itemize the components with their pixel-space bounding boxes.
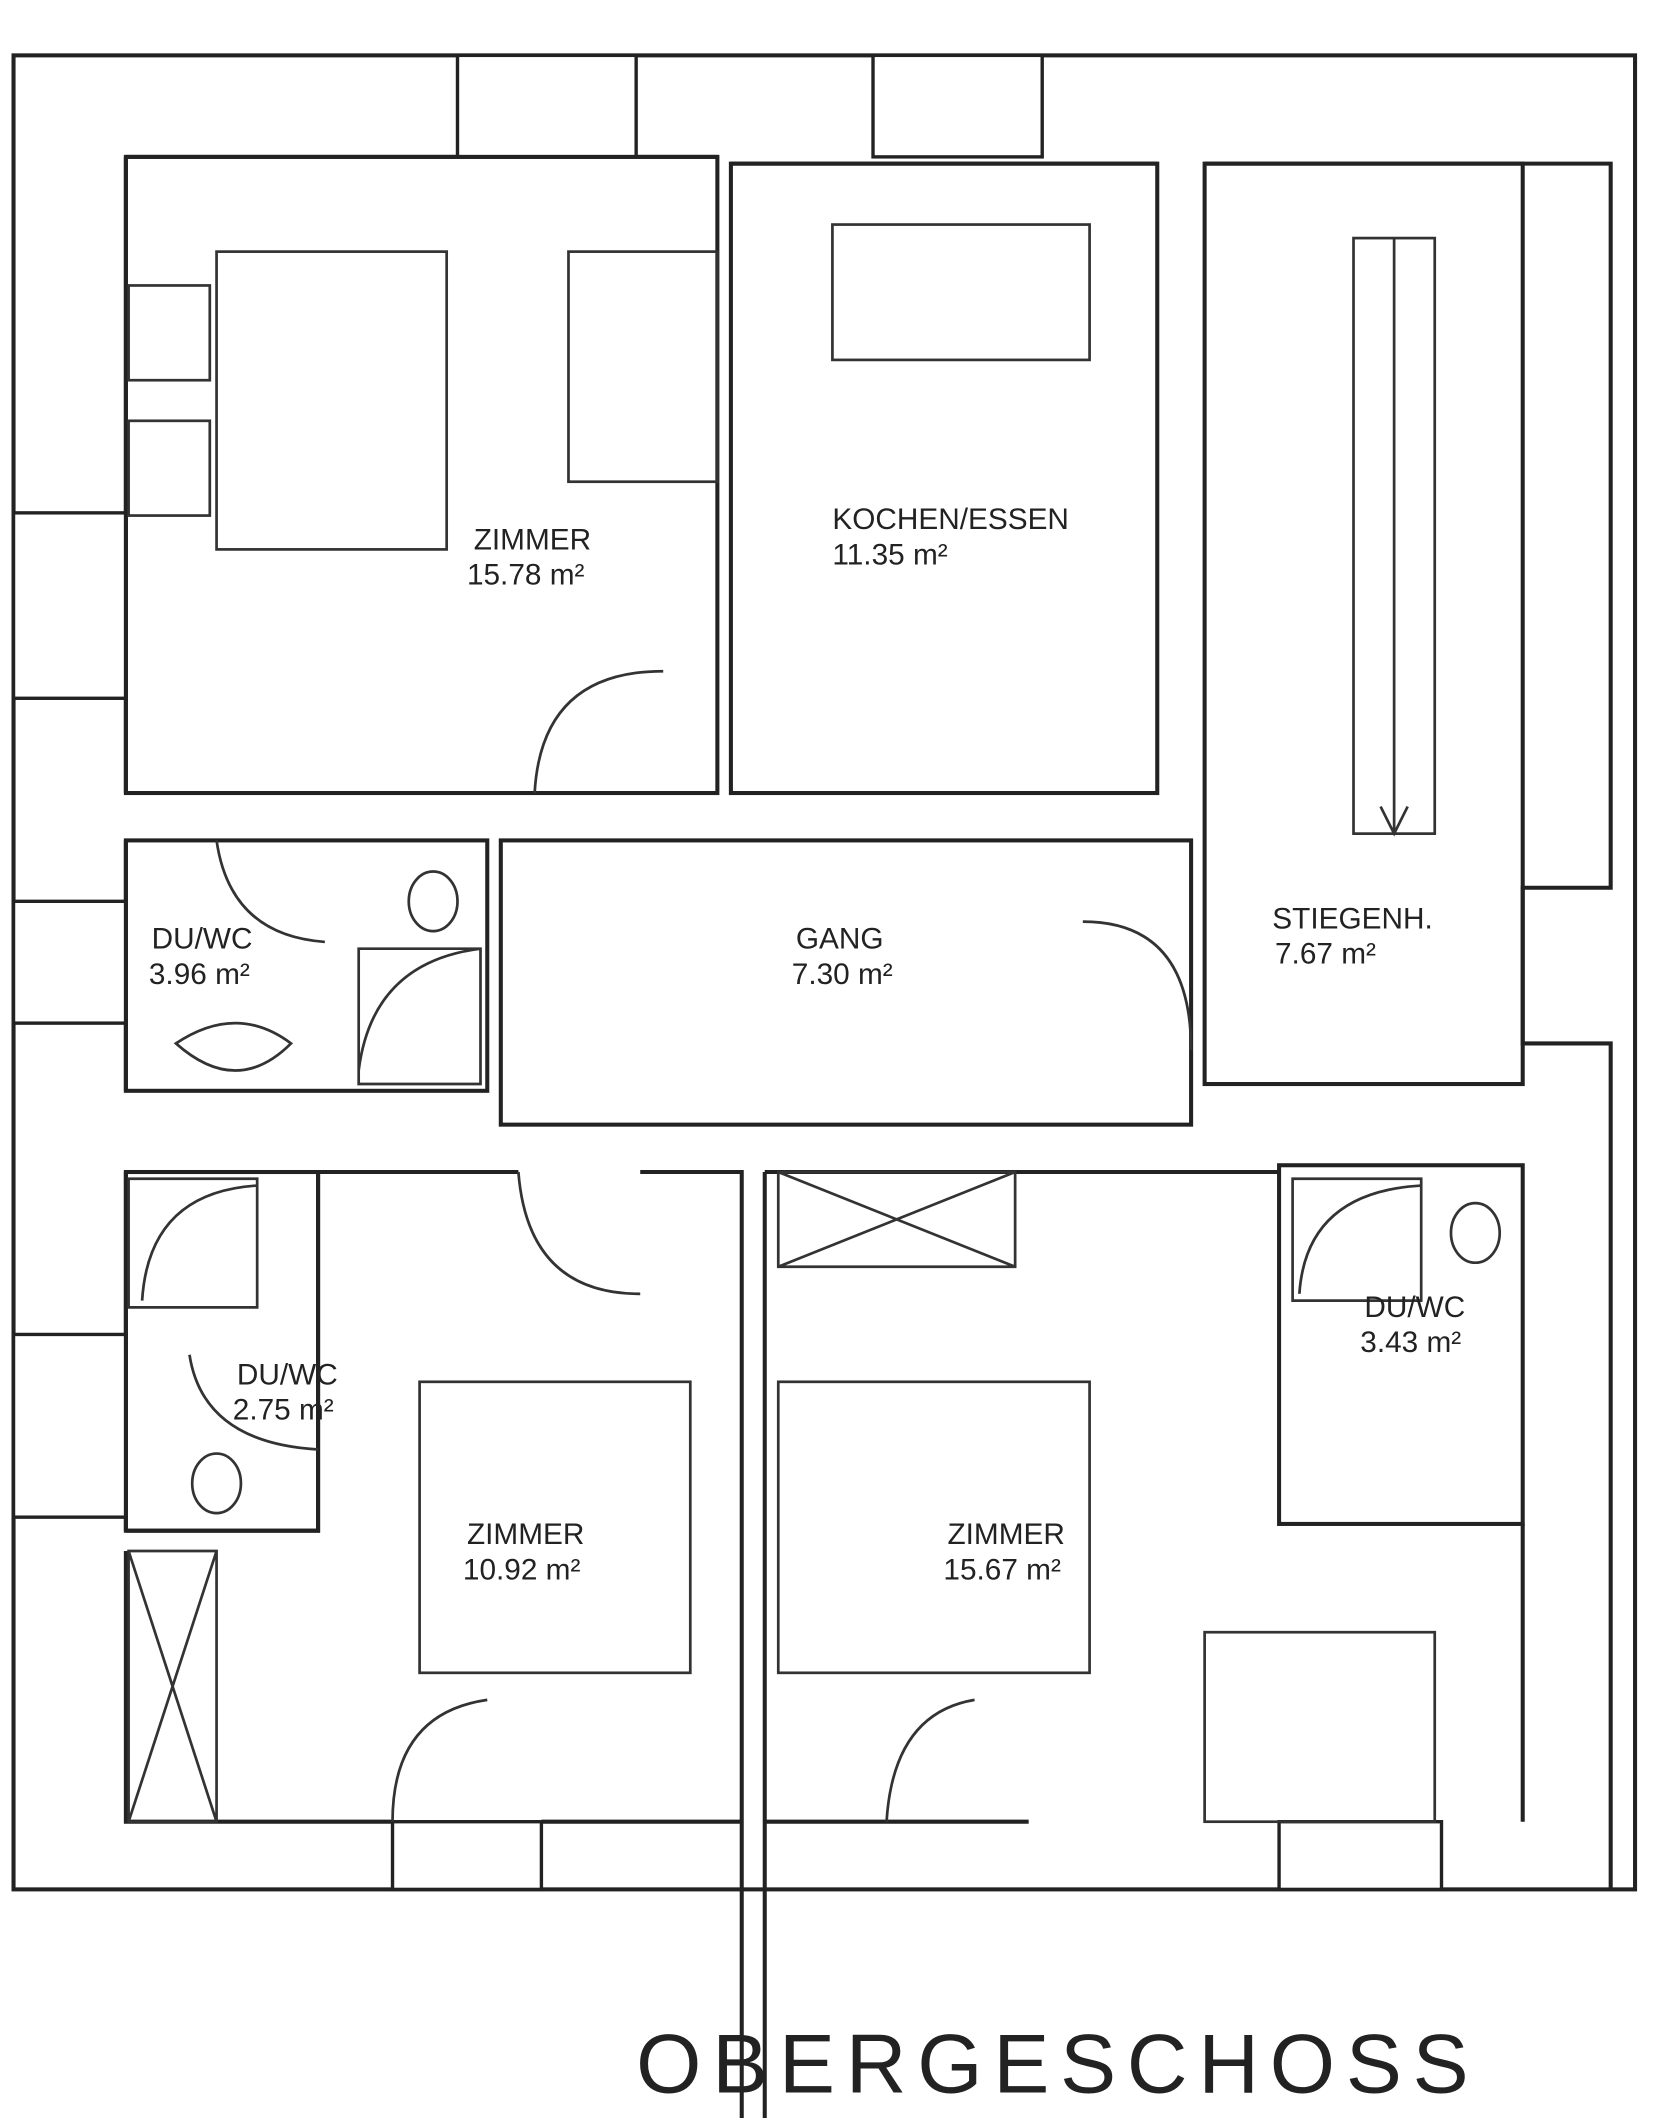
shower xyxy=(127,1177,259,1309)
bed xyxy=(1203,1630,1437,1824)
room-zimmer-2 xyxy=(125,1169,744,2118)
room-gang xyxy=(498,838,1194,1127)
stair-arrow-icon xyxy=(1379,238,1409,837)
room-label: STIEGENH.7.67 m² xyxy=(1272,902,1432,970)
toilet xyxy=(190,1452,243,1515)
room-du-wc-3 xyxy=(1277,1163,1525,1526)
shower xyxy=(1291,1177,1423,1302)
room-du-wc-1 xyxy=(123,838,490,1093)
window xyxy=(390,1820,544,1892)
wardrobe xyxy=(776,1170,1017,1269)
dining-table xyxy=(831,223,1091,362)
windows xyxy=(11,53,1444,1892)
window xyxy=(871,53,1044,159)
room-kochen-essen xyxy=(728,161,1160,796)
room-stiegenhaus xyxy=(1202,161,1525,1087)
floor-title: OBERGESCHOSS xyxy=(636,2016,1479,2110)
window xyxy=(11,899,128,1025)
toilet xyxy=(407,870,459,933)
room-du-wc-2 xyxy=(123,1169,321,1533)
window xyxy=(11,511,128,700)
wardrobe xyxy=(127,1549,218,1824)
furniture xyxy=(127,223,1502,1824)
bed xyxy=(215,250,449,551)
door-swing xyxy=(188,669,1193,1822)
nightstand xyxy=(127,419,212,517)
window xyxy=(11,1332,128,1519)
shower xyxy=(357,947,482,1086)
toilet xyxy=(1449,1201,1502,1265)
sink xyxy=(173,1021,294,1072)
nightstand xyxy=(127,284,212,382)
window xyxy=(455,53,638,159)
bed xyxy=(776,1380,1091,1675)
bed xyxy=(567,250,719,484)
bed xyxy=(418,1380,692,1675)
window xyxy=(1277,1820,1444,1892)
